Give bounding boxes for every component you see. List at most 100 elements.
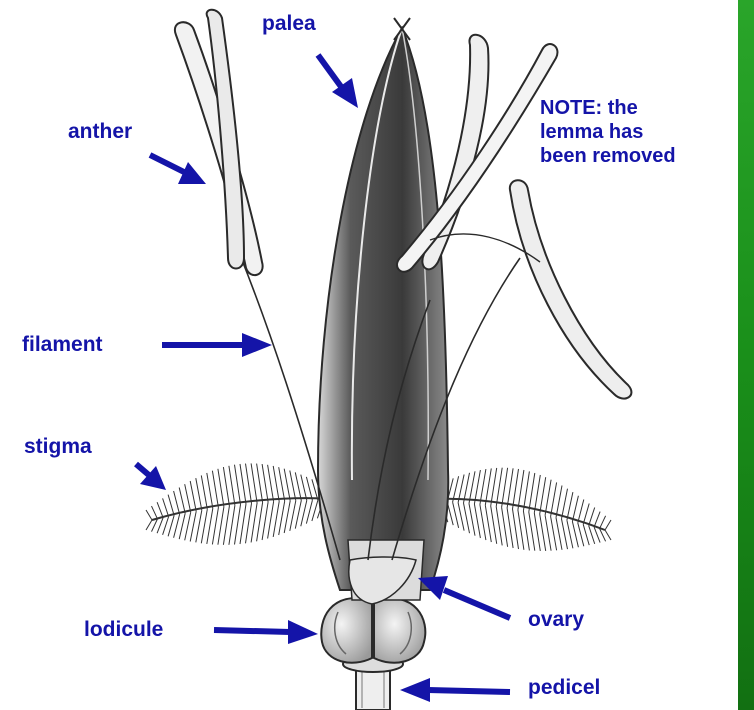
- stigma-bristle: [229, 466, 235, 506]
- stigma-bristle: [567, 520, 573, 548]
- stigma-bristle: [201, 509, 207, 543]
- stigma-bristle: [600, 516, 606, 529]
- stigma-bristle: [218, 469, 224, 507]
- stigma-bristle: [168, 495, 174, 516]
- stigma-bristle: [240, 464, 246, 504]
- stigma-bristle: [146, 510, 152, 520]
- label-stigma: stigma: [24, 435, 92, 459]
- stigma-bristle: [163, 517, 169, 535]
- stigma-bristle: [284, 469, 290, 501]
- label-filament: filament: [22, 333, 103, 357]
- stigma-bristle: [496, 468, 502, 507]
- stigma-bristle: [507, 508, 513, 548]
- stigma-bristle: [507, 468, 513, 508]
- stigma-bristle: [464, 503, 470, 533]
- stigma-bristle: [491, 468, 497, 506]
- stigma-bristle: [257, 464, 263, 503]
- stigma-bristle: [583, 504, 589, 525]
- label-lodicule: lodicule: [84, 618, 163, 642]
- stigma-bristle: [474, 470, 480, 504]
- stigma-bristle: [235, 465, 241, 505]
- stigma-bristle: [301, 500, 307, 526]
- stigma-bristle: [572, 522, 578, 548]
- stigma-bristle: [179, 513, 185, 539]
- stigma-bristle: [589, 526, 595, 544]
- stigma-bristle: [523, 511, 529, 551]
- stigma-bristle: [556, 486, 562, 518]
- stigma-bristle: [290, 501, 296, 531]
- pedicel-shape: [343, 656, 403, 710]
- stigma-bristle: [562, 519, 568, 549]
- stigma-bristle: [529, 473, 535, 512]
- stigma-bristle: [246, 503, 252, 543]
- label-anther: anther: [68, 120, 132, 144]
- stigma-bristle: [534, 475, 540, 513]
- stigma-bristle: [312, 500, 318, 521]
- note-lemma-removed: NOTE: the lemma has been removed: [540, 96, 676, 168]
- stigma-bristle: [458, 503, 464, 531]
- stigma-bristle: [594, 527, 600, 543]
- stigma-bristle: [502, 468, 508, 508]
- stigma-bristle: [502, 507, 508, 547]
- lodicule-shapes: [321, 598, 425, 663]
- stigma-bristle: [201, 475, 207, 509]
- stigma-bristle: [223, 506, 229, 545]
- stigma-bristle: [235, 505, 241, 545]
- stigma-bristle: [540, 514, 546, 551]
- stigma-bristle: [174, 491, 180, 514]
- stigma-bristle: [223, 467, 229, 506]
- stigma-bristle: [496, 507, 502, 546]
- note-line-1: NOTE: the: [540, 96, 676, 120]
- stigma-bristle: [572, 496, 578, 522]
- stigma-bristle: [513, 509, 519, 549]
- stigma-bristle: [207, 508, 213, 544]
- stigma-bristle: [578, 500, 584, 523]
- stigma-bristle: [551, 516, 557, 550]
- stigma-bristle: [251, 463, 257, 503]
- stigma-bristle: [190, 481, 196, 511]
- stigma-bristle: [534, 513, 540, 551]
- stigma-bristle: [240, 504, 246, 544]
- stigma-bristle: [185, 484, 191, 512]
- stigma-bristle: [469, 504, 475, 536]
- stigma-bristle: [163, 498, 169, 516]
- stigma-bristle: [257, 503, 263, 542]
- stigma-bristle: [301, 475, 307, 501]
- stigma-bristle: [262, 464, 268, 502]
- stigma-bristle: [295, 501, 301, 529]
- stigma-bristle: [279, 467, 285, 501]
- label-pedicel: pedicel: [528, 676, 600, 700]
- stigma-bristle: [290, 471, 296, 501]
- stigma-bristle: [174, 514, 180, 537]
- stigma-bristle: [545, 480, 551, 516]
- stigma-bristle: [453, 502, 459, 528]
- stigma-bristle: [578, 523, 584, 546]
- stigma-bristle: [589, 508, 595, 526]
- stigma-bristle: [480, 469, 486, 505]
- stigma-bristle: [485, 468, 491, 505]
- stigma-bristle: [185, 512, 191, 540]
- stigma-bristle: [246, 464, 252, 504]
- stigma-bristle: [152, 506, 158, 519]
- stigma-bristle: [551, 482, 557, 516]
- stigma-bristle: [540, 477, 546, 514]
- stigma-bristle: [229, 505, 235, 545]
- note-line-3: been removed: [540, 144, 676, 168]
- stigma-bristle: [480, 505, 486, 540]
- stigma-bristle: [306, 477, 312, 500]
- stigma-bristle: [605, 520, 611, 530]
- stigma-bristle: [212, 471, 218, 508]
- stigma-bristle: [295, 472, 301, 500]
- stigma-bristle: [485, 505, 491, 542]
- stigma-bristle: [474, 504, 480, 538]
- stigma-bristle: [306, 500, 312, 523]
- stigma-bristle: [268, 465, 274, 502]
- stigma-bristle: [605, 530, 611, 540]
- stigma-bristle: [190, 511, 196, 541]
- label-ovary: ovary: [528, 608, 584, 632]
- stigma-bristle: [273, 501, 279, 537]
- stigma-bristle: [157, 518, 163, 534]
- stigma-bristle: [212, 508, 218, 545]
- note-line-2: lemma has: [540, 120, 676, 144]
